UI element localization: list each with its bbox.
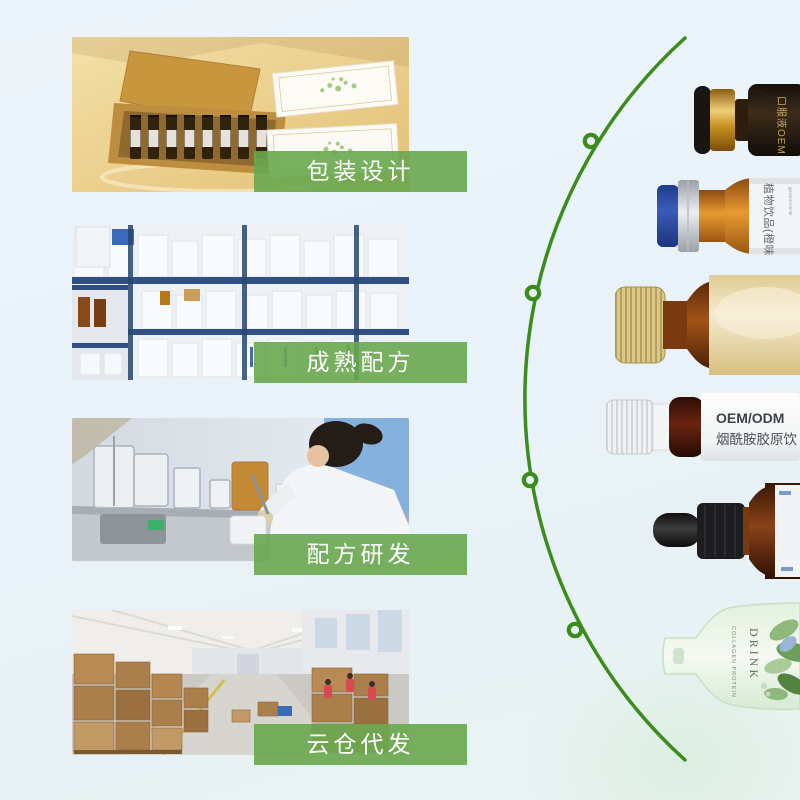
warehouse-workers xyxy=(324,673,376,700)
box-stacks-left xyxy=(73,653,209,753)
dropper-bulb xyxy=(653,513,701,547)
product-gold-cap-amber-bottle xyxy=(615,275,800,375)
product-plant-drink-vial: 植物饮品(橙味 gizzard-menbr xyxy=(657,177,800,255)
banner-cloud-fulfillment: 云仓代发 xyxy=(254,724,467,765)
white-ribbed-cap xyxy=(606,399,655,455)
banner-label: 云仓代发 xyxy=(306,731,415,757)
white-box-top xyxy=(271,60,399,118)
white-label xyxy=(749,178,800,254)
lab-photo-scene xyxy=(72,418,409,561)
tube-body xyxy=(701,393,800,461)
arc-node-dot xyxy=(521,471,539,489)
blue-cap xyxy=(657,185,679,247)
vial-label-text: 口服液OEM xyxy=(775,96,788,155)
vial-gold-ring xyxy=(710,89,735,151)
amber-shoulder xyxy=(725,178,753,254)
tube-text-product: 烟酰胺胶原饮 xyxy=(716,431,797,447)
product-collagen-drink-tube: OEM/ODM 烟酰胺胶原饮 xyxy=(606,392,800,462)
banner-mature-formula: 成熟配方 xyxy=(254,342,467,383)
pouch-text-small: COLLAGEN PROTEIN xyxy=(730,626,736,698)
banner-label: 包装设计 xyxy=(306,158,415,184)
product-dropper-bottle xyxy=(653,483,800,579)
amber-window xyxy=(669,397,704,457)
product-oral-liquid-vial: 口服液OEM xyxy=(693,84,800,156)
pouch-body xyxy=(662,602,800,711)
dropper-collar xyxy=(697,503,745,559)
leaf-illustration xyxy=(761,619,800,701)
product-collagen-pouch: COLLAGEN PROTEIN DRINK xyxy=(660,600,800,713)
arc-node-dot xyxy=(582,132,600,150)
pouch-grip-notch xyxy=(673,648,684,664)
label-main-text: 植物饮品(橙味 xyxy=(762,183,776,255)
banner-label: 成熟配方 xyxy=(306,349,415,375)
banner-packaging-design: 包装设计 xyxy=(254,151,467,192)
amber-neck xyxy=(687,281,713,369)
pouch-text-drink: DRINK xyxy=(747,628,761,681)
vial-row xyxy=(130,115,267,159)
label-fine-print: gizzard-menbr xyxy=(788,187,793,216)
arc-node-dot xyxy=(524,284,542,302)
arc-node-dot xyxy=(566,621,584,639)
photo-lab-research xyxy=(72,418,409,561)
tube-text-oem: OEM/ODM xyxy=(716,410,784,426)
vial-cap xyxy=(694,86,711,154)
banner-formula-rnd: 配方研发 xyxy=(254,534,467,575)
white-wrap-label xyxy=(775,485,800,577)
ribbed-gold-cap xyxy=(615,286,666,364)
banner-label: 配方研发 xyxy=(306,541,415,567)
